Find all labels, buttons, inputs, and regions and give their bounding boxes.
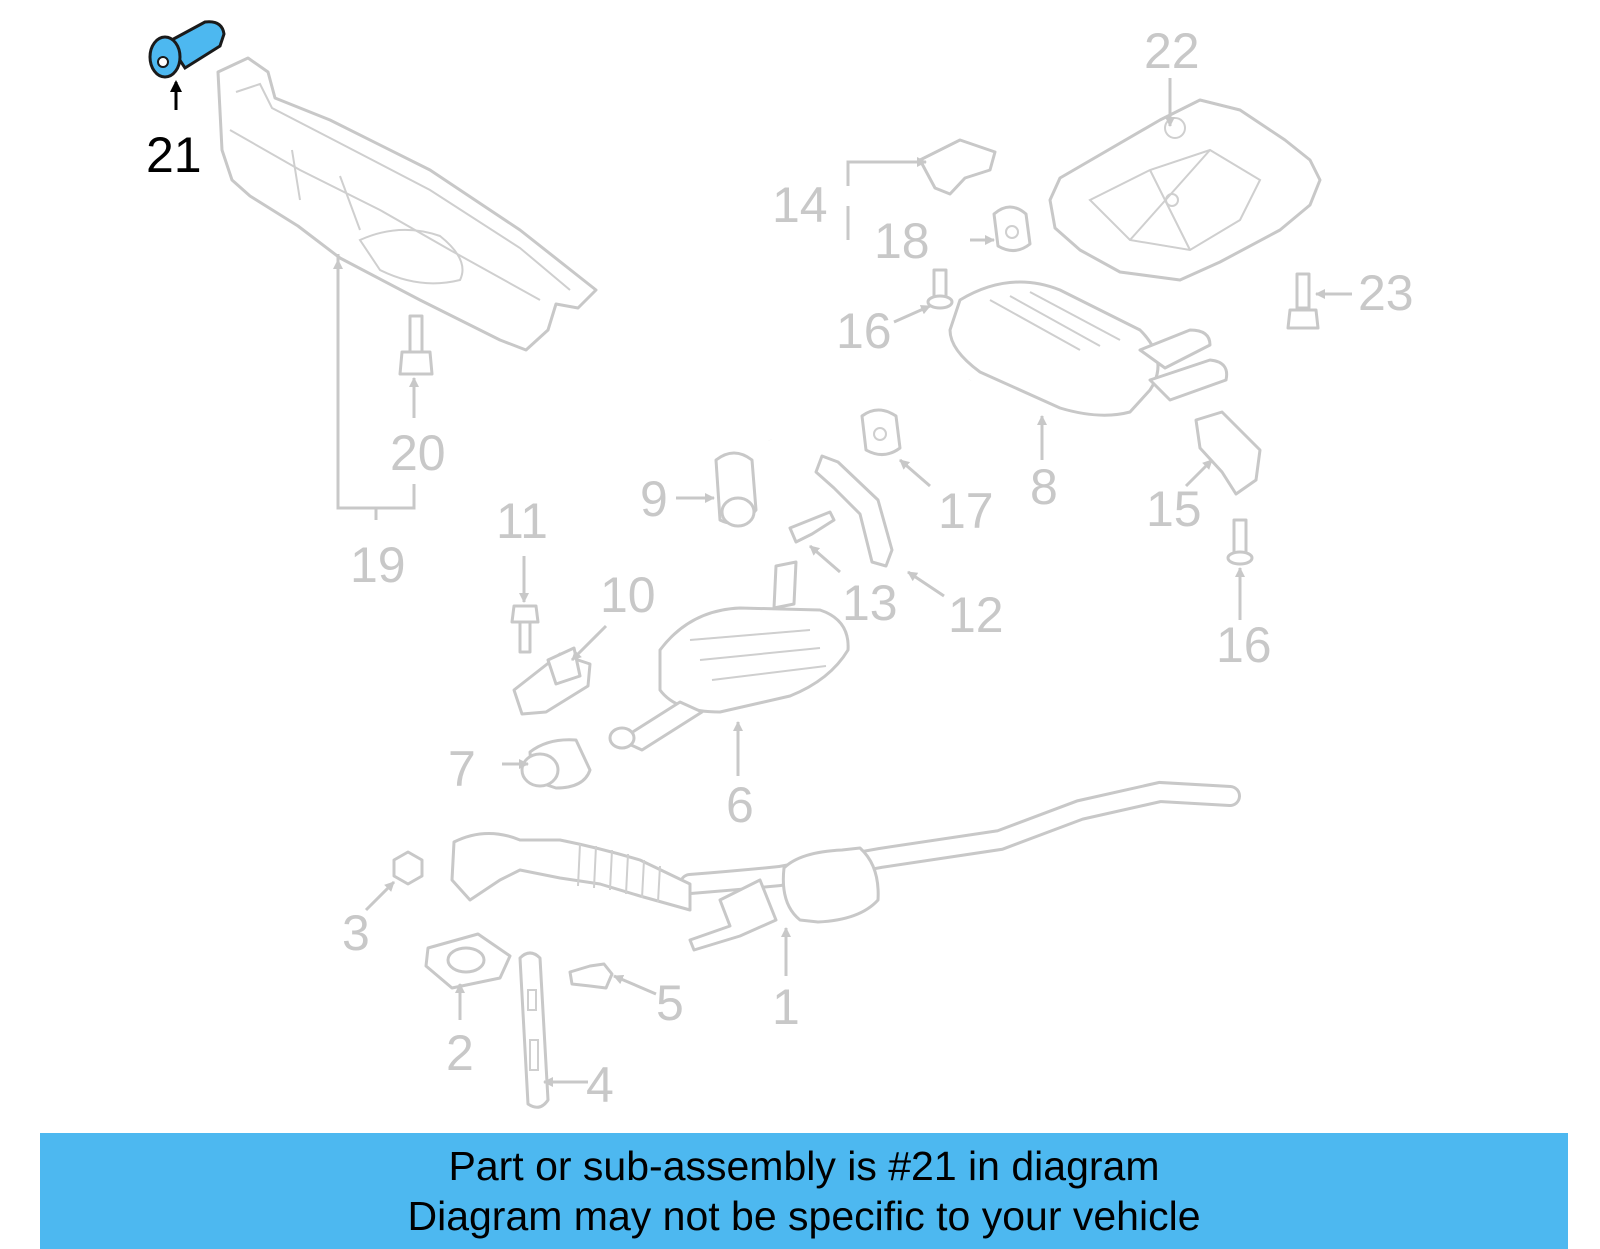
- part-4-bracket[interactable]: [518, 951, 550, 1109]
- footer-part-note: Part or sub-assembly is #21 in diagram: [448, 1143, 1160, 1189]
- part-8-rear-muffler[interactable]: [948, 280, 1229, 417]
- footer-banner: Part or sub-assembly is #21 in diagram D…: [40, 1133, 1568, 1249]
- callout-6: 6: [726, 777, 754, 833]
- callout-16-upper: 16: [836, 303, 892, 359]
- callout-11: 11: [496, 493, 548, 549]
- part-16-stud-upper[interactable]: [926, 268, 954, 310]
- callout-2: 2: [446, 1025, 474, 1081]
- part-18-hanger[interactable]: [992, 205, 1032, 252]
- part-14-bracket[interactable]: [918, 138, 997, 196]
- callout-labels: 21 22 14 18 16 23 20 9 17 8 15 11 19 10 …: [146, 23, 1414, 1113]
- part-15-bracket[interactable]: [1194, 410, 1262, 496]
- callout-10: 10: [600, 567, 656, 623]
- callout-1: 1: [772, 979, 800, 1035]
- part-6-center-muffler[interactable]: [608, 560, 850, 752]
- callout-23: 23: [1358, 265, 1414, 321]
- flex-pipe-assembly[interactable]: [450, 831, 692, 912]
- callout-8: 8: [1030, 459, 1058, 515]
- part-2-gasket[interactable]: [424, 932, 512, 990]
- part-21-exhaust-tip[interactable]: [148, 20, 226, 79]
- callout-22: 22: [1144, 23, 1200, 79]
- callout-13: 13: [842, 575, 898, 631]
- callout-20: 20: [390, 425, 446, 481]
- callout-15: 15: [1146, 481, 1202, 537]
- intermediate-pipe[interactable]: [764, 365, 975, 441]
- part-5-bolt[interactable]: [568, 962, 614, 990]
- callout-19: 19: [350, 537, 406, 593]
- callout-12: 12: [948, 587, 1004, 643]
- callout-14: 14: [772, 177, 828, 233]
- callout-17: 17: [938, 483, 994, 539]
- leader-lines: [170, 78, 1352, 1087]
- part-17-hanger[interactable]: [860, 408, 902, 456]
- part-16-stud-lower[interactable]: [1226, 518, 1254, 566]
- callout-5: 5: [656, 975, 684, 1031]
- part-9-clamp[interactable]: [714, 451, 758, 528]
- footer-disclaimer: Diagram may not be specific to your vehi…: [407, 1193, 1201, 1239]
- part-1-front-pipe-catalytic-converter[interactable]: [679, 780, 1241, 952]
- part-10-hanger-bracket[interactable]: [512, 646, 592, 716]
- callout-7: 7: [448, 741, 476, 797]
- part-13-bolt[interactable]: [788, 510, 836, 544]
- callout-16-lower: 16: [1216, 617, 1272, 673]
- callout-3: 3: [342, 905, 370, 961]
- callout-21: 21: [146, 127, 202, 183]
- part-19-heat-shield[interactable]: [216, 56, 598, 352]
- part-23-bolt[interactable]: [1286, 272, 1320, 330]
- part-3-nut[interactable]: [392, 850, 424, 886]
- callout-9: 9: [640, 471, 668, 527]
- part-12-bracket[interactable]: [814, 454, 894, 568]
- part-20-bolt[interactable]: [398, 314, 434, 376]
- part-22-heat-shield[interactable]: [1048, 98, 1322, 282]
- part-7-clamp[interactable]: [520, 738, 592, 790]
- callout-18: 18: [874, 213, 930, 269]
- part-11-bolt[interactable]: [510, 604, 540, 654]
- callout-4: 4: [586, 1057, 614, 1113]
